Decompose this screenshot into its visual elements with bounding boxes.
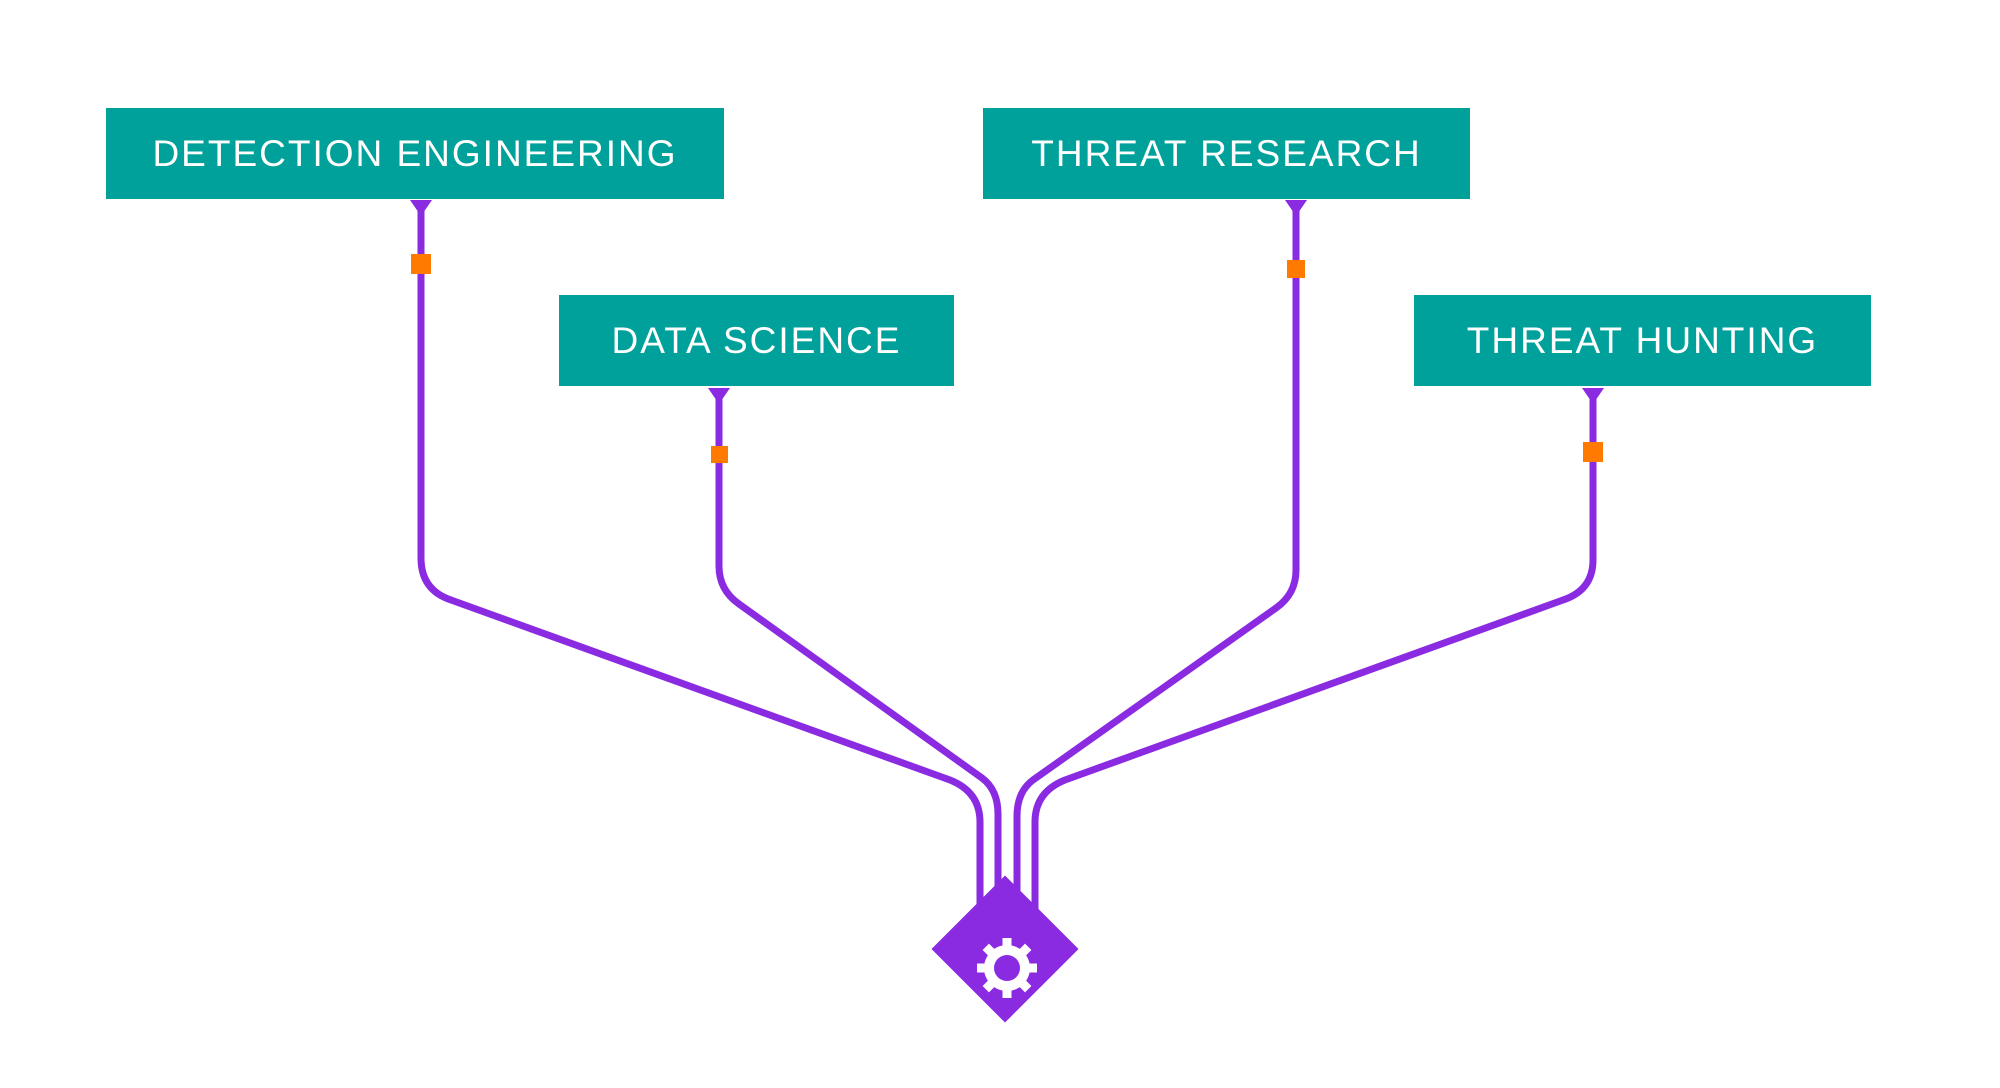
marker-detection — [411, 254, 431, 274]
gear-icon — [977, 938, 1037, 998]
team-label-threat-hunting: THREAT HUNTING — [1466, 319, 1819, 361]
team-label-detection-engineering: DETECTION ENGINEERING — [152, 132, 678, 174]
team-box-detection-engineering: DETECTION ENGINEERING — [106, 108, 724, 199]
team-label-data-science: DATA SCIENCE — [611, 319, 902, 361]
team-box-threat-research: THREAT RESEARCH — [983, 108, 1470, 199]
marker-science — [711, 446, 728, 463]
team-box-threat-hunting: THREAT HUNTING — [1414, 295, 1871, 386]
hub-node — [931, 875, 1079, 1023]
connector-tip-detection — [410, 200, 432, 216]
marker-hunting — [1583, 442, 1603, 462]
connector-hunting — [1031, 392, 1597, 910]
team-box-data-science: DATA SCIENCE — [559, 295, 954, 386]
connector-tip-research — [1285, 200, 1307, 216]
connector-tip-hunting — [1582, 388, 1604, 404]
connector-science — [715, 392, 1002, 896]
team-label-threat-research: THREAT RESEARCH — [1031, 132, 1422, 174]
connector-research — [1013, 205, 1300, 896]
marker-research — [1287, 260, 1305, 278]
connector-tip-science — [708, 388, 730, 404]
connector-detection — [417, 205, 984, 910]
